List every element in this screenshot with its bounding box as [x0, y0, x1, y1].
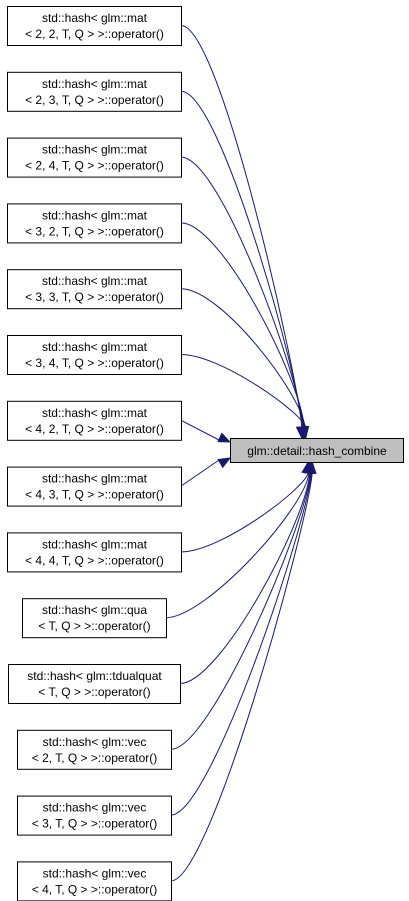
caller-node-label-line2: < 3, 2, T, Q > >::operator()	[25, 224, 164, 238]
edge-caller-2	[180, 90, 308, 440]
edge-line	[165, 472, 310, 619]
caller-node-12[interactable]: std::hash< glm::vec< 2, T, Q > >::operat…	[17, 729, 172, 770]
caller-node-box[interactable]	[7, 137, 182, 178]
target-node-box[interactable]	[230, 438, 404, 463]
caller-node-box[interactable]	[7, 466, 182, 507]
caller-node-label-line1: std::hash< glm::vec	[43, 735, 147, 749]
caller-node-8[interactable]: std::hash< glm::mat< 4, 3, T, Q > >::ope…	[7, 466, 182, 507]
caller-node-label-line1: std::hash< glm::vec	[43, 801, 147, 815]
caller-node-label-line2: < 4, T, Q > >::operator()	[32, 882, 158, 896]
caller-node-label-line1: std::hash< glm::mat	[42, 537, 148, 551]
caller-node-box[interactable]	[7, 400, 182, 441]
edge-caller-12	[170, 460, 316, 750]
edge-line	[180, 288, 306, 428]
caller-node-13[interactable]: std::hash< glm::vec< 3, T, Q > >::operat…	[17, 795, 172, 836]
caller-node-box[interactable]	[17, 861, 172, 901]
caller-node-box[interactable]	[8, 664, 181, 704]
caller-node-box[interactable]	[7, 71, 182, 112]
caller-node-label-line1: std::hash< glm::mat	[42, 406, 148, 420]
caller-node-box[interactable]	[22, 598, 167, 639]
caller-node-label-line1: std::hash< glm::mat	[42, 11, 148, 25]
caller-node-label-line1: std::hash< glm::mat	[42, 340, 148, 354]
caller-node-label-line1: std::hash< glm::mat	[42, 472, 148, 486]
edge-caller-4	[180, 222, 309, 440]
edge-line	[180, 156, 304, 428]
caller-node-label-line2: < 3, T, Q > >::operator()	[32, 817, 158, 831]
arrowhead	[306, 460, 317, 474]
caller-node-label-line2: < 4, 2, T, Q > >::operator()	[25, 422, 164, 436]
caller-node-6[interactable]: std::hash< glm::mat< 3, 4, T, Q > >::ope…	[7, 335, 182, 375]
caller-node-label-line1: std::hash< glm::mat	[42, 143, 148, 157]
edge-line	[170, 472, 312, 750]
edge-caller-10	[165, 460, 314, 619]
edge-line	[180, 419, 220, 441]
caller-node-label-line1: std::hash< glm::mat	[42, 274, 148, 288]
caller-node-label-line2: < 2, 4, T, Q > >::operator()	[25, 159, 164, 173]
caller-node-4[interactable]: std::hash< glm::mat< 3, 2, T, Q > >::ope…	[7, 203, 182, 244]
arrowhead	[217, 432, 232, 443]
caller-node-label-line1: std::hash< glm::vec	[43, 866, 147, 880]
caller-node-box[interactable]	[17, 795, 172, 836]
edge-line	[180, 459, 220, 487]
caller-node-label-line2: < T, Q > >::operator()	[38, 619, 150, 633]
edge-caller-6	[180, 354, 310, 440]
caller-node-10[interactable]: std::hash< glm::qua< T, Q > >::operator(…	[22, 598, 167, 639]
caller-node-label-line2: < 3, 4, T, Q > >::operator()	[25, 356, 164, 370]
caller-node-label-line2: < 2, 2, T, Q > >::operator()	[25, 27, 164, 41]
caller-node-2[interactable]: std::hash< glm::mat< 2, 3, T, Q > >::ope…	[7, 71, 182, 112]
edge-caller-8	[180, 457, 232, 487]
caller-node-label-line2: < T, Q > >::operator()	[38, 685, 150, 699]
caller-node-label-line2: < 4, 4, T, Q > >::operator()	[25, 553, 164, 567]
caller-node-box[interactable]	[7, 203, 182, 244]
edge-caller-13	[170, 460, 316, 816]
caller-node-box[interactable]	[7, 532, 182, 573]
edge-caller-3	[180, 156, 308, 440]
caller-node-box[interactable]	[7, 6, 182, 46]
caller-node-3[interactable]: std::hash< glm::mat< 2, 4, T, Q > >::ope…	[7, 137, 182, 178]
edges	[165, 25, 317, 882]
edge-line	[170, 472, 312, 816]
edge-caller-11	[179, 460, 315, 684]
edge-line	[180, 25, 303, 428]
edge-caller-7	[180, 419, 232, 443]
edge-line	[180, 472, 309, 553]
caller-node-label-line1: std::hash< glm::mat	[42, 208, 148, 222]
arrowhead	[217, 457, 232, 469]
caller-node-5[interactable]: std::hash< glm::mat< 3, 3, T, Q > >::ope…	[7, 269, 182, 310]
edge-line	[170, 472, 313, 882]
edge-caller-9	[180, 460, 312, 553]
caller-node-label-line2: < 2, T, Q > >::operator()	[32, 751, 158, 765]
caller-node-label-line2: < 3, 3, T, Q > >::operator()	[25, 290, 164, 304]
caller-node-9[interactable]: std::hash< glm::mat< 4, 4, T, Q > >::ope…	[7, 532, 182, 573]
caller-node-box[interactable]	[17, 729, 172, 770]
caller-node-11[interactable]: std::hash< glm::tdualquat< T, Q > >::ope…	[8, 664, 181, 704]
edge-line	[180, 222, 305, 428]
edge-line	[179, 472, 311, 684]
caller-node-label-line2: < 4, 3, T, Q > >::operator()	[25, 488, 164, 502]
edge-caller-14	[170, 460, 317, 882]
arrowhead	[298, 425, 310, 440]
target-node[interactable]: glm::detail::hash_combine	[230, 438, 404, 463]
caller-node-label-line1: std::hash< glm::tdualquat	[27, 669, 162, 683]
caller-node-14[interactable]: std::hash< glm::vec< 4, T, Q > >::operat…	[17, 861, 172, 901]
edge-line	[180, 354, 307, 428]
target-node-label: glm::detail::hash_combine	[247, 444, 387, 458]
caller-node-1[interactable]: std::hash< glm::mat< 2, 2, T, Q > >::ope…	[7, 6, 182, 46]
caller-node-box[interactable]	[7, 269, 182, 310]
caller-node-box[interactable]	[7, 335, 182, 375]
caller-node-label-line2: < 2, 3, T, Q > >::operator()	[25, 93, 164, 107]
caller-node-label-line1: std::hash< glm::mat	[42, 77, 148, 91]
nodes: std::hash< glm::mat< 2, 2, T, Q > >::ope…	[7, 6, 404, 901]
caller-node-label-line1: std::hash< glm::qua	[42, 603, 147, 617]
caller-node-7[interactable]: std::hash< glm::mat< 4, 2, T, Q > >::ope…	[7, 400, 182, 441]
